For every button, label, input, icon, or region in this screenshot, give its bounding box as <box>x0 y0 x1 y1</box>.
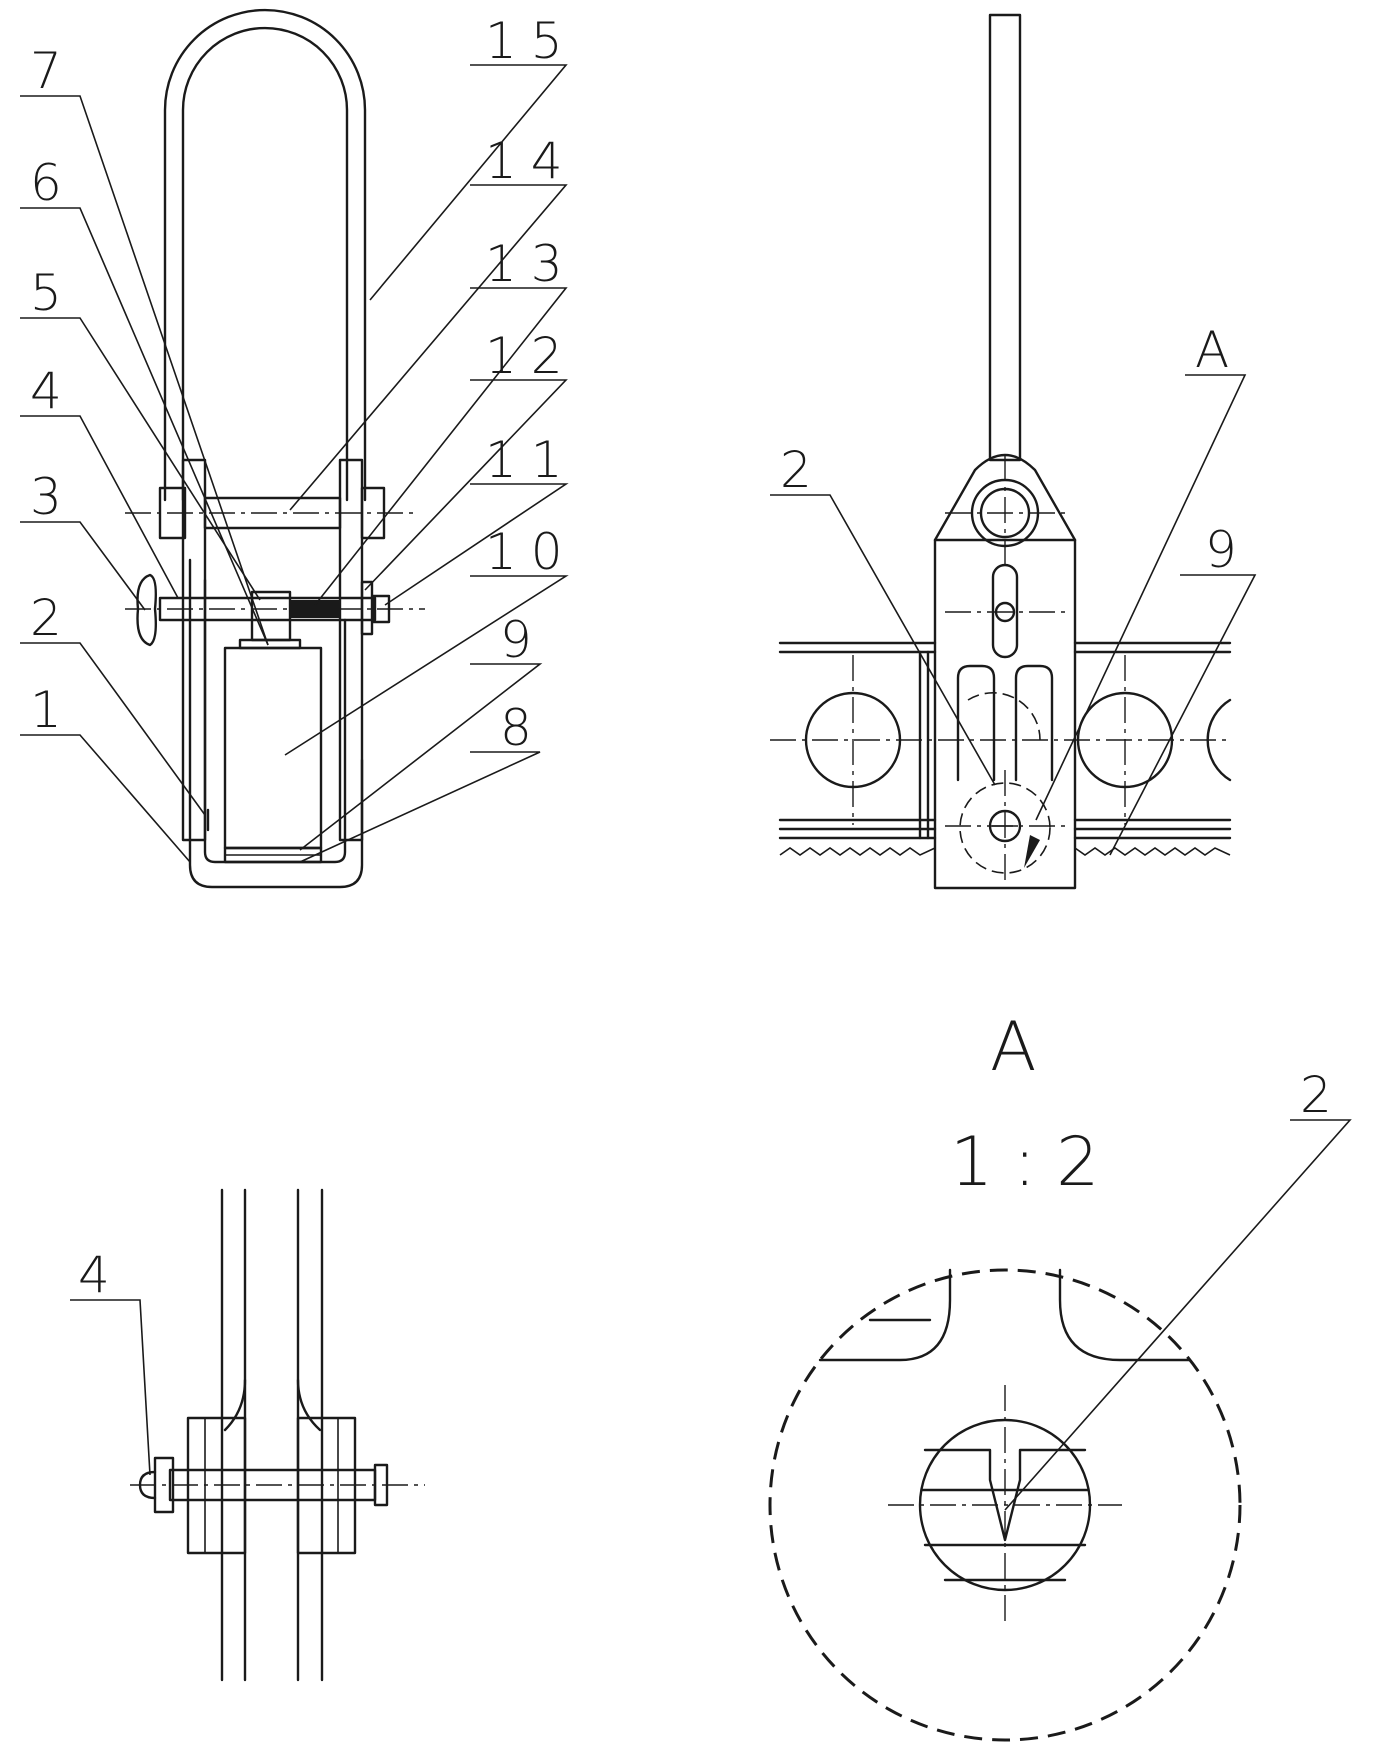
label-9: 9 <box>500 611 546 669</box>
detail-view: A 1:2 2 <box>770 1008 1350 1740</box>
end-washer <box>362 582 372 634</box>
leader-side-a <box>1036 375 1245 820</box>
label-side-2: 2 <box>780 441 826 499</box>
label-1: 1 <box>30 681 76 739</box>
label-3: 3 <box>30 468 76 526</box>
label-15: 15 <box>485 12 577 70</box>
label-detail-2: 2 <box>1300 1066 1346 1124</box>
label-10: 10 <box>485 523 577 581</box>
bottom-view: 4 <box>70 1190 425 1680</box>
leader-side-2 <box>770 495 995 785</box>
label-side-9: 9 <box>1205 521 1251 579</box>
label-4: 4 <box>30 362 76 420</box>
clamp-body <box>225 648 321 848</box>
long-slot-left <box>958 666 994 780</box>
detail-upper-edge <box>820 1270 950 1360</box>
label-2: 2 <box>30 589 76 647</box>
teeth-left <box>780 848 935 855</box>
long-slot-right <box>1016 666 1052 780</box>
handle-bar <box>990 15 1020 460</box>
right-side-plate <box>340 460 362 840</box>
label-8: 8 <box>500 699 546 757</box>
label-11: 11 <box>485 431 577 489</box>
leader-bottom-4 <box>70 1300 150 1475</box>
label-7: 7 <box>30 42 76 100</box>
leader-9 <box>300 664 540 850</box>
label-12: 12 <box>485 327 577 385</box>
handwheel <box>138 575 156 645</box>
left-side-plate <box>183 460 205 840</box>
label-bottom-4: 4 <box>78 1246 124 1304</box>
leader-8 <box>300 752 540 862</box>
hanger-inner <box>183 28 347 500</box>
teeth-right <box>1075 848 1230 855</box>
front-view: 15 14 13 12 11 10 9 8 7 6 5 4 3 2 1 <box>20 10 577 887</box>
side-view: 2 A 9 <box>770 15 1255 888</box>
leader-5 <box>20 318 260 600</box>
label-side-a: A <box>1195 321 1243 379</box>
label-14: 14 <box>485 132 577 190</box>
leader-1 <box>20 735 190 862</box>
label-5: 5 <box>30 264 76 322</box>
label-13: 13 <box>485 235 577 293</box>
hanger-outer <box>165 10 365 500</box>
detail-scale: 1:2 <box>950 1123 1119 1202</box>
label-6: 6 <box>30 154 76 212</box>
detail-title: A <box>990 1008 1057 1087</box>
